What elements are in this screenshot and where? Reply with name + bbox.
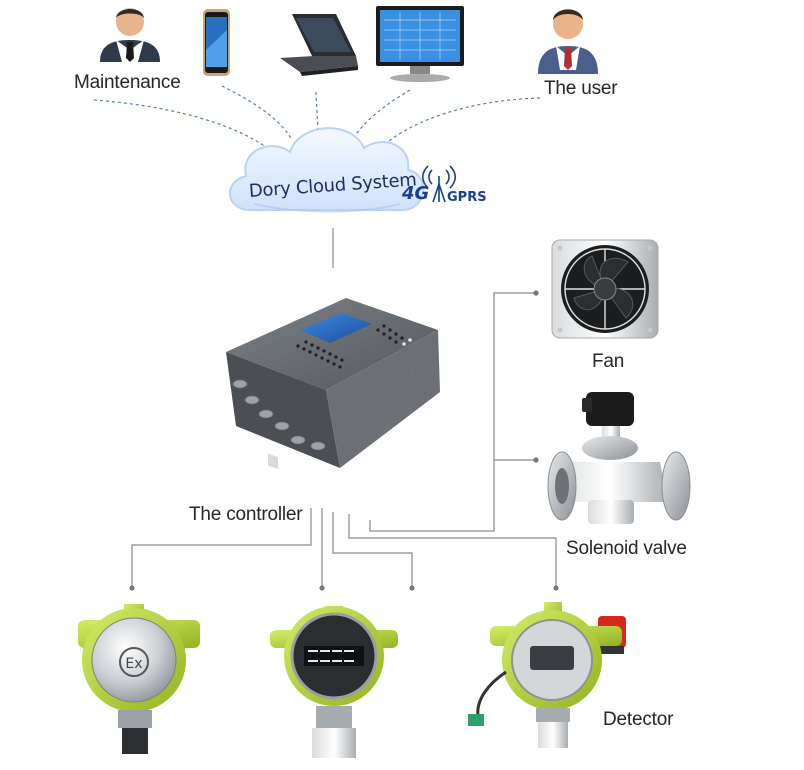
connection-lines (93, 85, 557, 588)
link-detector-3 (332, 512, 413, 588)
antenna-icon (421, 165, 457, 203)
smartphone-icon (203, 9, 230, 76)
link-phone-cloud (221, 85, 293, 141)
solenoid-valve-label: Solenoid valve (566, 538, 687, 559)
link-detector-4 (348, 514, 557, 588)
monitor-icon (376, 6, 464, 82)
link-controller-outputs (369, 292, 536, 532)
link-laptop-cloud (315, 91, 319, 133)
cloud-shape (228, 127, 425, 213)
svg-text:Ex: Ex (125, 656, 142, 672)
network-4g-label: 4G (402, 183, 430, 204)
detector-alarm-device (468, 602, 626, 748)
controller-device (226, 298, 440, 470)
detector-digital-device (270, 606, 398, 758)
controller-label: The controller (189, 504, 303, 525)
detector-ex-device: Ex (78, 604, 200, 754)
link-user-cloud (377, 97, 541, 151)
user-person-icon (538, 9, 598, 74)
link-maintenance-cloud (93, 99, 271, 151)
detector-label: Detector (603, 709, 674, 730)
link-monitor-cloud (351, 89, 411, 141)
controller-screen (300, 313, 372, 343)
user-label: The user (544, 78, 618, 99)
maintenance-label: Maintenance (74, 72, 181, 93)
link-detector-1 (131, 508, 312, 588)
laptop-icon (280, 14, 358, 76)
connection-dots (129, 290, 559, 591)
maintenance-person-icon (100, 8, 160, 62)
fan-device (551, 239, 659, 339)
fan-label: Fan (592, 351, 625, 372)
network-gprs-label: GPRS (447, 190, 487, 205)
solenoid-valve-device (547, 392, 691, 524)
